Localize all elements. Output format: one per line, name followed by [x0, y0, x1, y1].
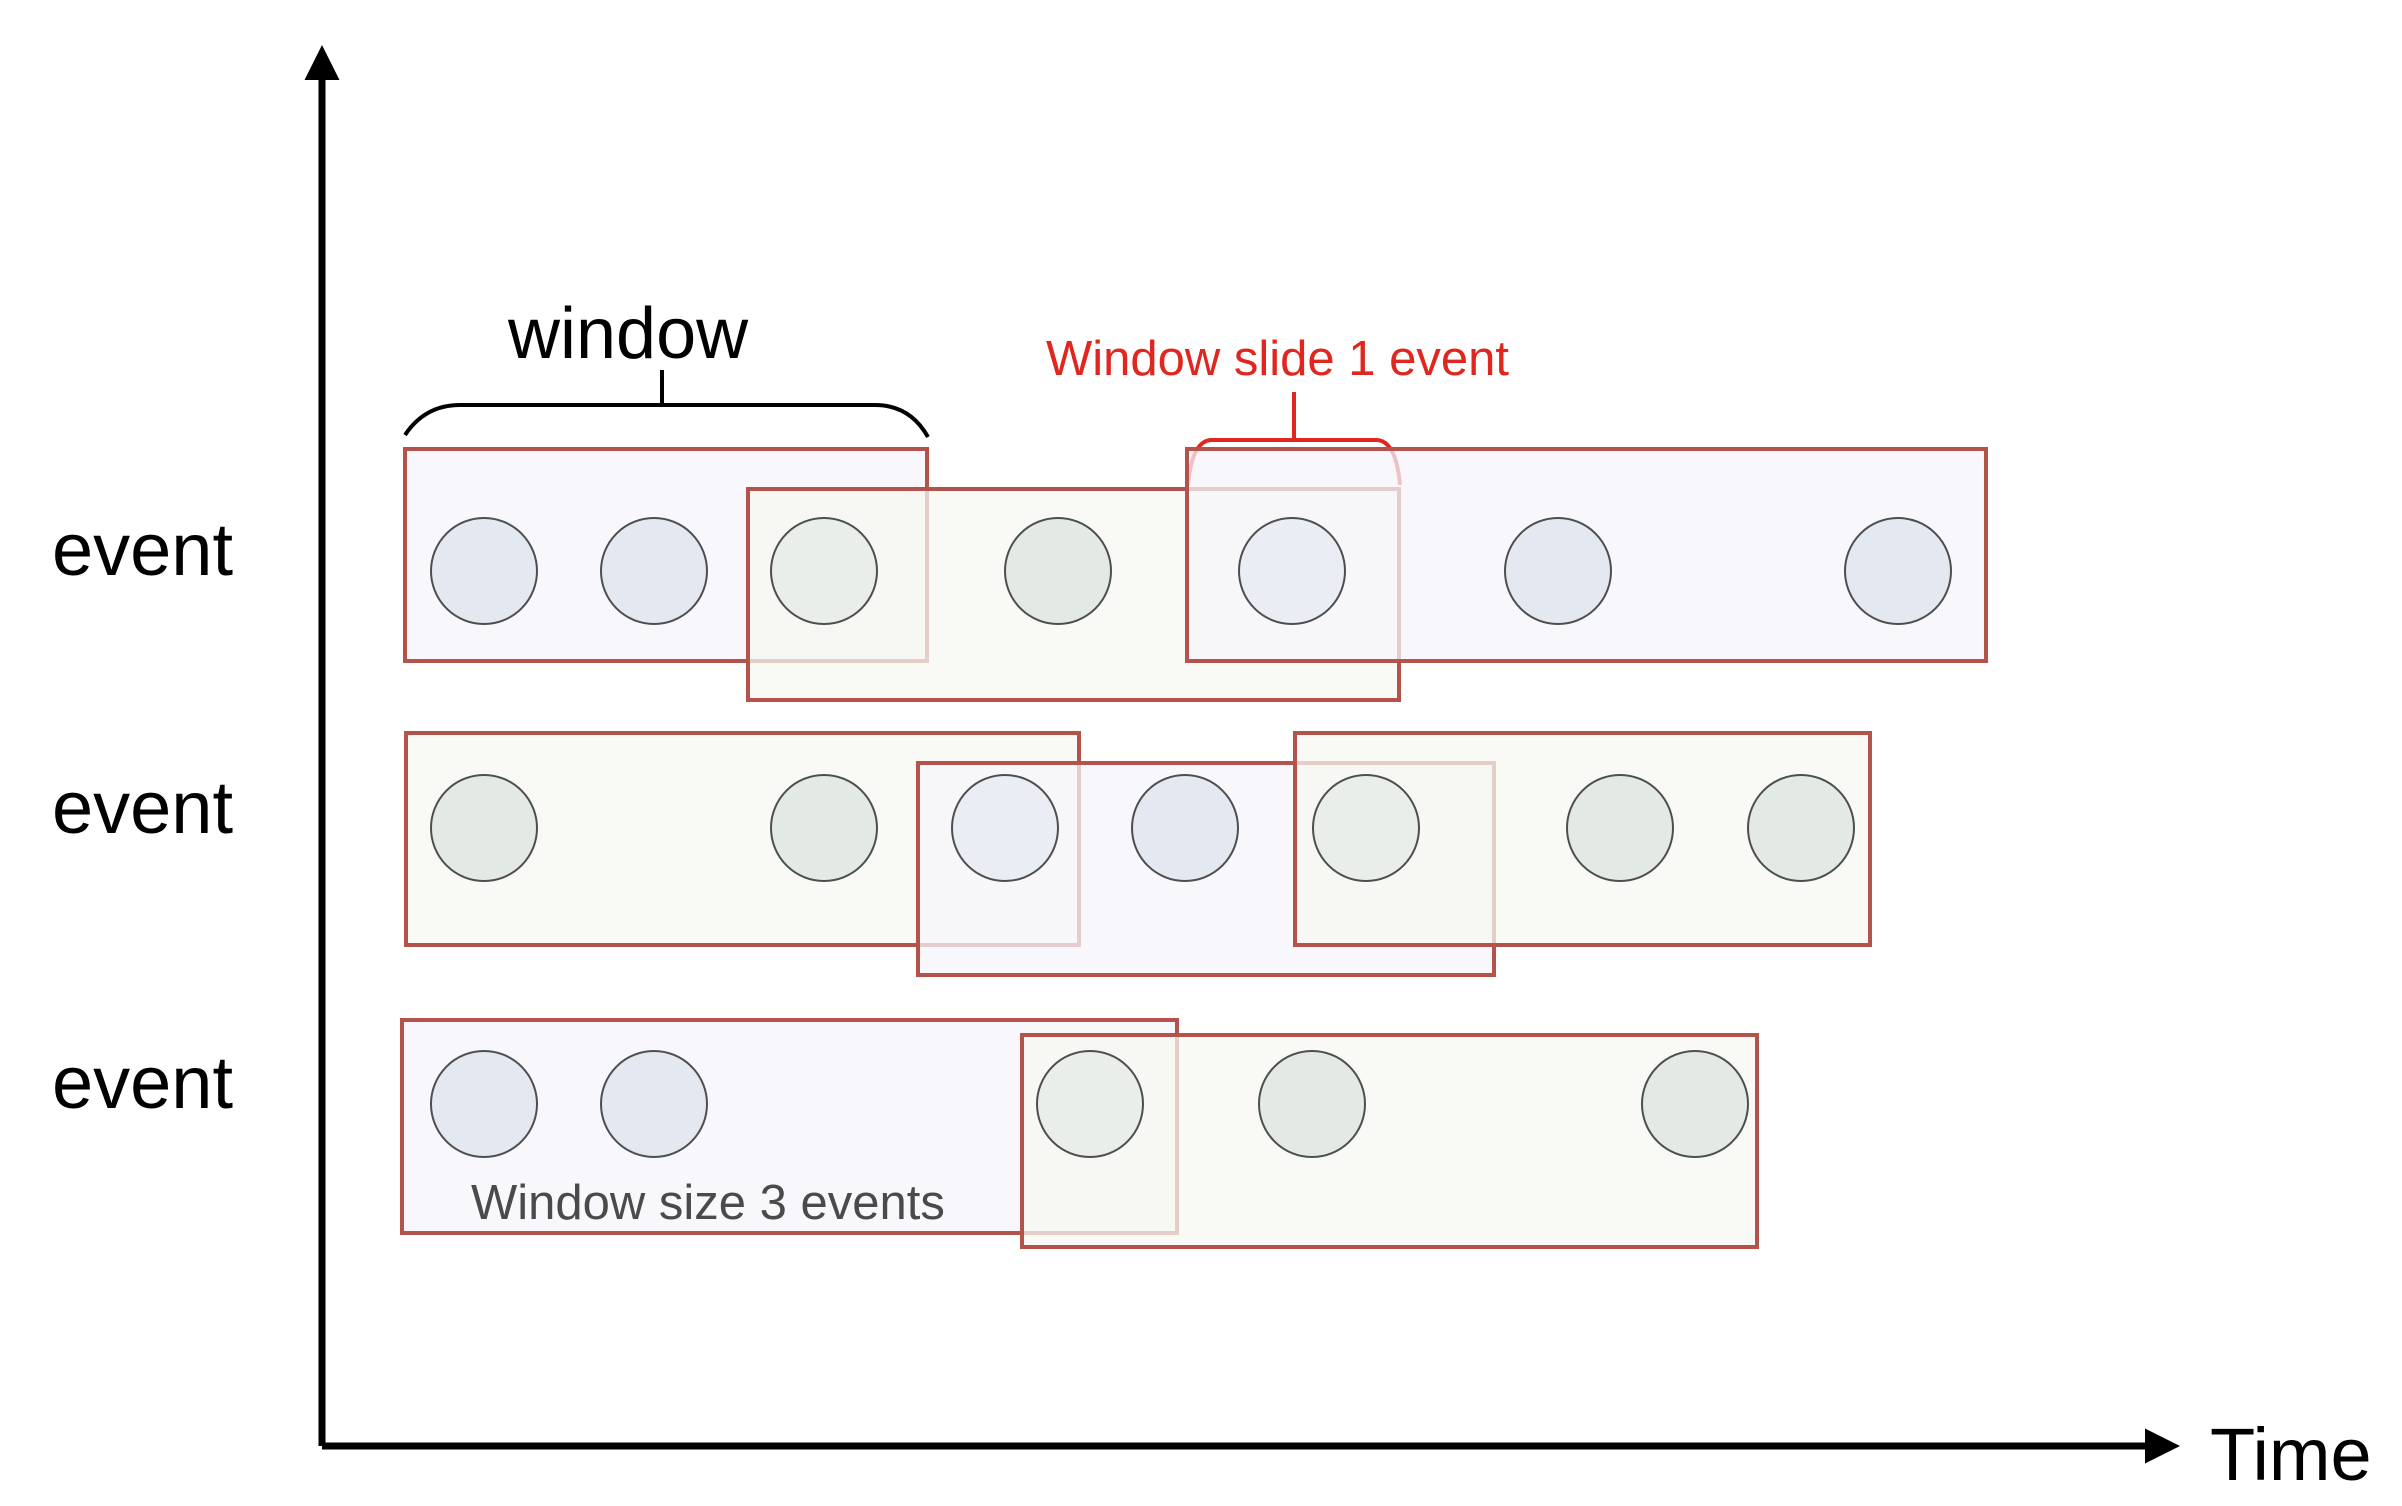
- row-1: [403, 447, 1988, 702]
- window-size-label: Window size 3 events: [471, 1176, 945, 1230]
- event-dot: [1258, 1050, 1366, 1158]
- event-dot: [1312, 774, 1420, 882]
- event-dot: [1641, 1050, 1749, 1158]
- event-dot: [600, 1050, 708, 1158]
- event-dot: [600, 517, 708, 625]
- event-dot: [1747, 774, 1855, 882]
- window-brace: [403, 370, 930, 438]
- row-2: [404, 731, 1872, 977]
- event-dot: [430, 1050, 538, 1158]
- event-dot: [1238, 517, 1346, 625]
- row-label-1: event: [52, 508, 233, 591]
- event-dot: [1036, 1050, 1144, 1158]
- row-3: Window size 3 events: [400, 1018, 1759, 1249]
- event-dot: [1504, 517, 1612, 625]
- row-label-3: event: [52, 1041, 233, 1124]
- event-dot: [1131, 774, 1239, 882]
- time-axis-label: Time: [2210, 1413, 2372, 1496]
- slide-label: Window slide 1 event: [1046, 332, 1509, 386]
- window-label: window: [507, 294, 749, 374]
- event-dot: [430, 517, 538, 625]
- event-dot: [951, 774, 1059, 882]
- event-dot: [430, 774, 538, 882]
- row-label-2: event: [52, 766, 233, 849]
- event-dot: [1566, 774, 1674, 882]
- event-dot: [1844, 517, 1952, 625]
- event-dot: [770, 774, 878, 882]
- event-dot: [1004, 517, 1112, 625]
- event-dot: [770, 517, 878, 625]
- window-r3-b: [1020, 1033, 1759, 1249]
